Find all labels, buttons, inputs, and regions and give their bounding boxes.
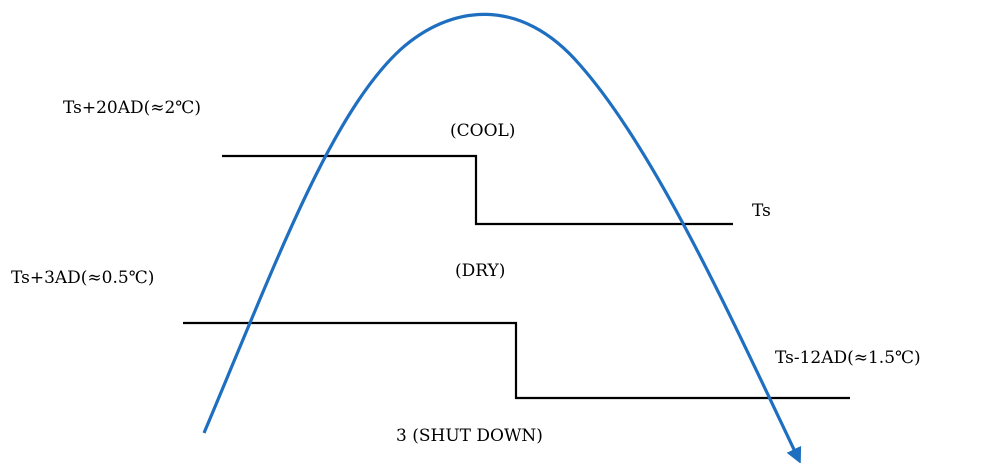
lower-threshold-label: Ts+3AD(≈0.5℃): [11, 268, 154, 288]
temperature-curve: [202, 12, 802, 463]
upper-step-line: [222, 154, 733, 226]
lower-step-line: [183, 321, 850, 400]
cool-label: (COOL): [450, 121, 515, 141]
lower-right-threshold-label: Ts-12AD(≈1.5℃): [775, 348, 921, 368]
shut-down-label: 3 (SHUT DOWN): [396, 426, 543, 446]
dry-label: (DRY): [455, 261, 505, 281]
upper-threshold-label: Ts+20AD(≈2℃): [63, 98, 201, 118]
ts-label: Ts: [752, 201, 771, 221]
